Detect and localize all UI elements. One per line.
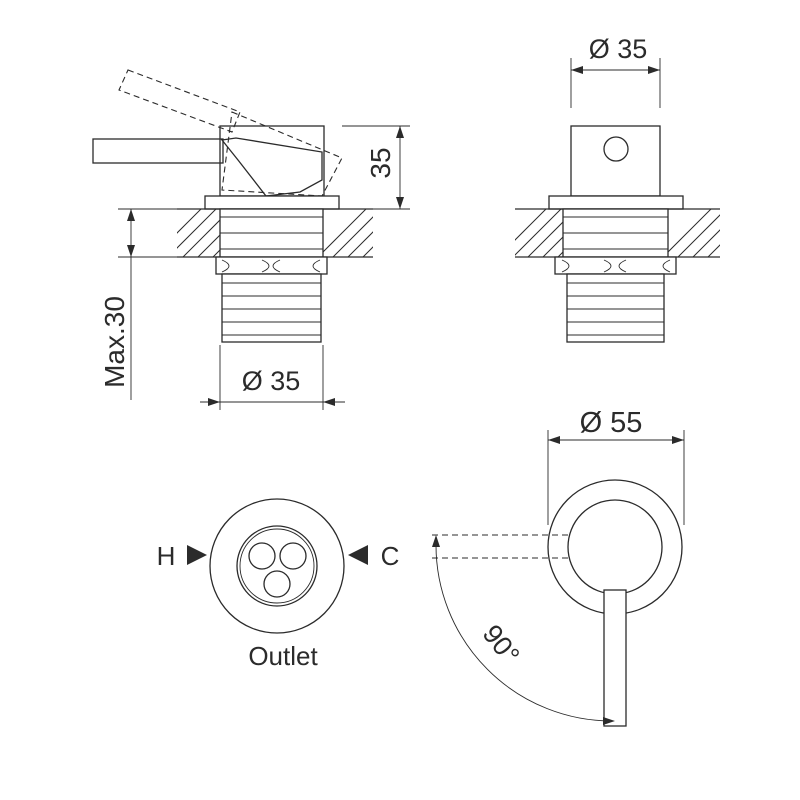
angle-label: 90°	[477, 619, 526, 670]
cold-inlet-port	[279, 542, 307, 570]
cold-arrow-icon	[348, 545, 368, 565]
bottom-view: H C Outlet	[157, 498, 400, 671]
hot-inlet-port	[248, 542, 276, 570]
tap-body	[219, 125, 325, 197]
top-view: 90° Ø 55	[432, 407, 685, 727]
front-view: Ø 35	[515, 34, 720, 343]
outlet-inner-ring	[236, 525, 318, 607]
mount-label: Max.30	[99, 296, 130, 388]
front-threaded-shank	[566, 273, 665, 343]
outlet-port	[263, 570, 291, 598]
rotation-arc	[435, 544, 613, 722]
top-body-inner	[567, 499, 663, 595]
lever-socket	[603, 136, 629, 162]
body-diameter-label: Ø 35	[242, 366, 301, 396]
flange-diameter-label: Ø 55	[580, 407, 643, 439]
front-flange	[548, 195, 684, 210]
top-diameter-label: Ø 35	[589, 34, 648, 64]
body-diameter-dimension: Ø 35	[200, 345, 345, 410]
hot-arrow-icon	[187, 545, 207, 565]
top-lever	[603, 589, 627, 727]
flange-diameter-dimension: Ø 55	[547, 407, 685, 525]
front-locking-nut	[554, 256, 677, 275]
front-hatch-right	[668, 209, 720, 257]
outlet-label: Outlet	[248, 641, 318, 671]
side-view: 35 Max.30 Ø 35	[92, 69, 410, 410]
height-label: 35	[365, 147, 396, 178]
threaded-shank	[221, 273, 322, 343]
outlet-outer-ring	[209, 498, 345, 634]
locking-nut	[215, 256, 328, 275]
hot-label: H	[157, 541, 176, 571]
lever-handle	[92, 138, 224, 164]
lever-raised-outline	[118, 69, 343, 197]
mount-dimension: Max.30	[99, 208, 210, 400]
counter-hatch-right	[323, 209, 373, 257]
height-dimension: 35	[342, 125, 410, 210]
counter-hatch-left	[177, 209, 220, 257]
base-flange	[204, 195, 340, 210]
top-diameter-dimension: Ø 35	[570, 34, 661, 108]
front-hatch-left	[515, 209, 563, 257]
cold-label: C	[381, 541, 400, 571]
